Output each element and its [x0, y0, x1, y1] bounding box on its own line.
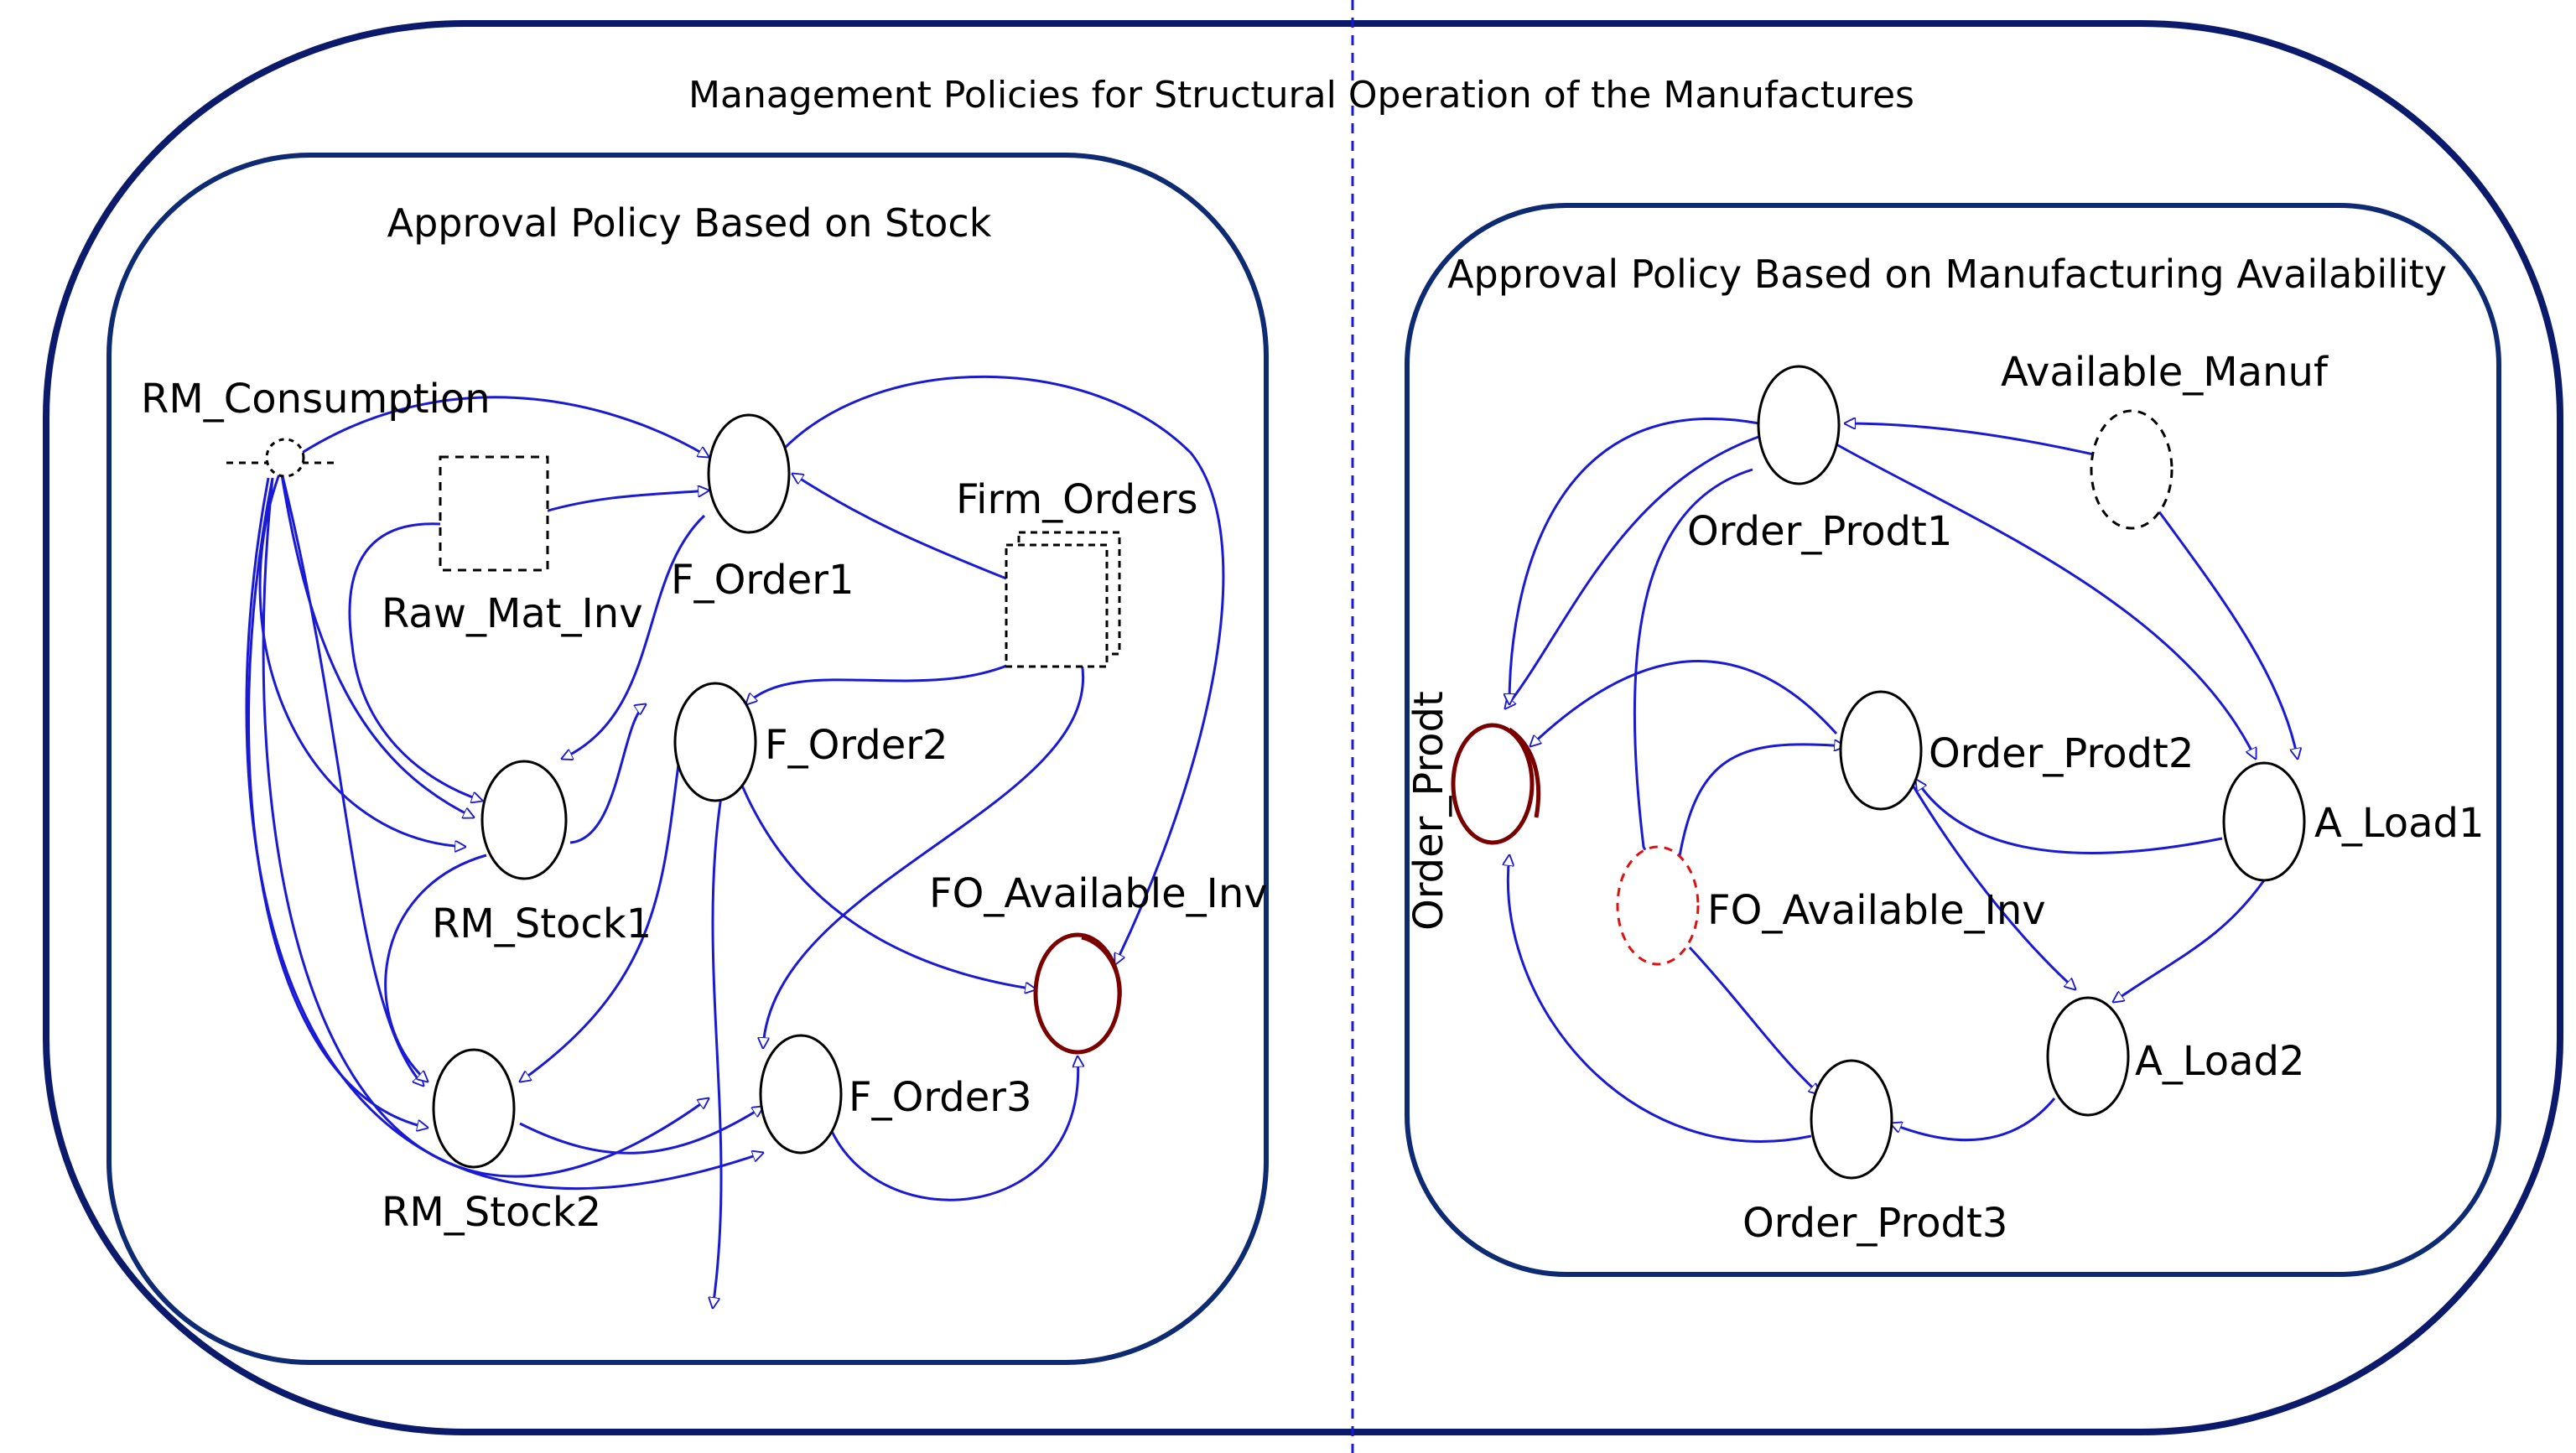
f-order3-node[interactable]: F_Order3 [759, 1034, 1032, 1155]
rm-stock2-label: RM_Stock2 [382, 1189, 601, 1236]
left-section-title: Approval Policy Based on Stock [387, 200, 992, 246]
available-manuf-label: Available_Manuf [2001, 349, 2329, 396]
fo-available-inv-left-label: FO_Available_Inv [929, 870, 1268, 917]
fo-available-inv-left-node[interactable]: FO_Available_Inv [929, 870, 1268, 1055]
order-prodt3-node[interactable]: Order_Prodt3 [1742, 1059, 2007, 1247]
f-order2-label: F_Order2 [765, 722, 948, 769]
raw-mat-inv-label: Raw_Mat_Inv [382, 590, 643, 637]
order-prodt-label: Order_Prodt [1405, 691, 1452, 931]
f-order3-label: F_Order3 [849, 1074, 1032, 1121]
fo-available-inv-right-label: FO_Available_Inv [1707, 887, 2046, 934]
rm-consumption-node[interactable]: RM_Consumption [141, 376, 491, 478]
firm-orders-label: Firm_Orders [956, 476, 1198, 523]
order-prodt1-node[interactable]: Order_Prodt1 [1687, 365, 1952, 555]
firm-orders-node[interactable]: Firm_Orders [956, 476, 1198, 668]
a-load1-label: A_Load1 [2314, 800, 2485, 847]
right-section-title: Approval Policy Based on Manufacturing A… [1447, 252, 2447, 297]
left-section-frame [106, 153, 1269, 1365]
order-prodt3-label: Order_Prodt3 [1742, 1200, 2007, 1247]
f-order1-node[interactable]: F_Order1 [671, 413, 854, 604]
diagram-title: Management Policies for Structural Opera… [688, 74, 1914, 117]
raw-mat-inv-node[interactable]: Raw_Mat_Inv [382, 455, 643, 637]
f-order2-node[interactable]: F_Order2 [673, 682, 948, 802]
available-manuf-node[interactable]: Available_Manuf [2001, 349, 2329, 530]
outer-frame [43, 20, 2563, 1435]
rm-stock1-label: RM_Stock1 [432, 900, 652, 947]
a-load2-label: A_Load2 [2135, 1038, 2305, 1085]
f-order1-label: F_Order1 [671, 557, 854, 604]
rm-stock2-node[interactable]: RM_Stock2 [382, 1048, 601, 1236]
order-prodt-node[interactable]: Order_Prodt [1405, 691, 1541, 931]
order-prodt2-node[interactable]: Order_Prodt2 [1839, 690, 2194, 811]
left-links [245, 375, 1225, 1308]
right-section-frame [1405, 203, 2501, 1277]
a-load2-node[interactable]: A_Load2 [2046, 996, 2305, 1117]
a-load1-node[interactable]: A_Load1 [2222, 761, 2485, 882]
rm-consumption-label: RM_Consumption [141, 376, 491, 423]
order-prodt2-label: Order_Prodt2 [1929, 730, 2194, 777]
fo-available-inv-right-node[interactable]: FO_Available_Inv [1616, 845, 2046, 966]
rm-stock1-node[interactable]: RM_Stock1 [432, 760, 652, 947]
order-prodt1-label: Order_Prodt1 [1687, 508, 1952, 555]
